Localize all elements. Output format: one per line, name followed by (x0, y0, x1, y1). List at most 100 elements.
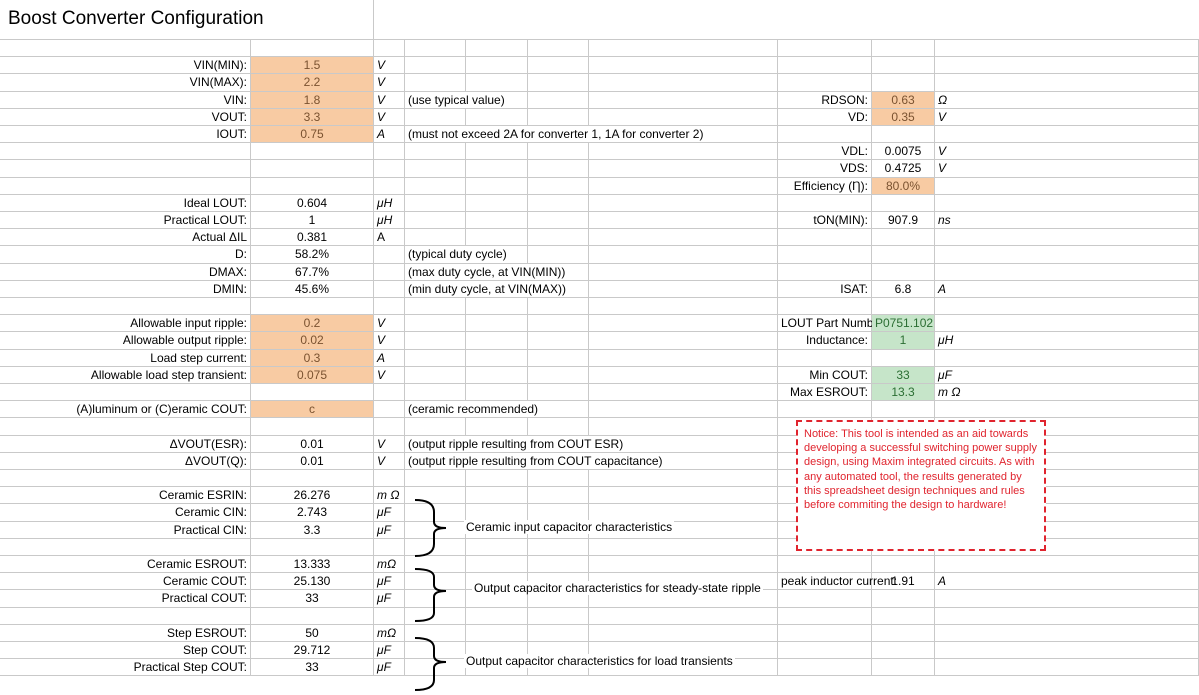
empty-cell[interactable] (872, 263, 935, 281)
empty-cell[interactable] (589, 556, 778, 574)
empty-cell[interactable] (778, 194, 872, 212)
empty-cell[interactable] (466, 590, 528, 608)
empty-cell[interactable] (935, 263, 1199, 281)
empty-cell[interactable] (0, 143, 251, 161)
empty-cell[interactable] (778, 263, 872, 281)
empty-cell[interactable] (872, 607, 935, 625)
empty-cell[interactable] (405, 40, 466, 58)
empty-cell[interactable] (935, 298, 1199, 316)
empty-cell[interactable] (528, 401, 589, 419)
empty-cell[interactable] (589, 280, 778, 298)
empty-cell[interactable] (528, 108, 589, 126)
empty-cell[interactable] (251, 538, 374, 556)
empty-cell[interactable] (374, 538, 405, 556)
iout-input[interactable]: 0.75 (251, 126, 374, 144)
empty-cell[interactable] (589, 263, 778, 281)
empty-cell[interactable] (466, 556, 528, 574)
empty-cell[interactable] (0, 384, 251, 402)
empty-cell[interactable] (935, 401, 1199, 419)
empty-cell[interactable] (405, 384, 466, 402)
empty-cell[interactable] (935, 40, 1199, 58)
empty-cell[interactable] (466, 57, 528, 75)
empty-cell[interactable] (935, 229, 1199, 247)
empty-cell[interactable] (872, 194, 935, 212)
empty-cell[interactable] (589, 452, 778, 470)
empty-cell[interactable] (778, 590, 872, 608)
empty-cell[interactable] (935, 659, 1199, 677)
empty-cell[interactable] (778, 624, 872, 642)
empty-cell[interactable] (935, 349, 1199, 367)
empty-cell[interactable] (528, 229, 589, 247)
empty-cell[interactable] (589, 418, 778, 436)
empty-cell[interactable] (528, 349, 589, 367)
empty-cell[interactable] (405, 57, 466, 75)
empty-cell[interactable] (778, 229, 872, 247)
empty-cell[interactable] (0, 418, 251, 436)
empty-cell[interactable] (0, 538, 251, 556)
empty-cell[interactable] (374, 401, 405, 419)
empty-cell[interactable] (589, 590, 778, 608)
empty-cell[interactable] (466, 74, 528, 92)
empty-cell[interactable] (466, 194, 528, 212)
empty-cell[interactable] (0, 160, 251, 178)
empty-cell[interactable] (466, 487, 528, 505)
empty-cell[interactable] (466, 470, 528, 488)
empty-cell[interactable] (0, 470, 251, 488)
empty-cell[interactable] (0, 607, 251, 625)
empty-cell[interactable] (589, 607, 778, 625)
empty-cell[interactable] (374, 418, 405, 436)
empty-cell[interactable] (589, 108, 778, 126)
empty-cell[interactable] (405, 624, 466, 642)
empty-cell[interactable] (466, 366, 528, 384)
empty-cell[interactable] (872, 298, 935, 316)
load-step-input[interactable]: 0.3 (251, 349, 374, 367)
vd-input[interactable]: 0.35 (872, 108, 935, 126)
vin-min-input[interactable]: 1.5 (251, 57, 374, 75)
vout-input[interactable]: 3.3 (251, 108, 374, 126)
empty-cell[interactable] (589, 229, 778, 247)
empty-cell[interactable] (528, 160, 589, 178)
empty-cell[interactable] (528, 470, 589, 488)
empty-cell[interactable] (778, 246, 872, 264)
empty-cell[interactable] (778, 57, 872, 75)
empty-cell[interactable] (466, 504, 528, 522)
empty-cell[interactable] (935, 624, 1199, 642)
empty-cell[interactable] (589, 40, 778, 58)
empty-cell[interactable] (872, 40, 935, 58)
empty-cell[interactable] (528, 624, 589, 642)
empty-cell[interactable] (405, 504, 466, 522)
output-ripple-input[interactable]: 0.02 (251, 332, 374, 350)
empty-cell[interactable] (251, 298, 374, 316)
empty-cell[interactable] (872, 57, 935, 75)
empty-cell[interactable] (589, 366, 778, 384)
empty-cell[interactable] (935, 194, 1199, 212)
empty-cell[interactable] (0, 177, 251, 195)
empty-cell[interactable] (405, 143, 466, 161)
empty-cell[interactable] (405, 418, 466, 436)
empty-cell[interactable] (589, 91, 778, 109)
empty-cell[interactable] (405, 607, 466, 625)
empty-cell[interactable] (405, 229, 466, 247)
empty-cell[interactable] (251, 470, 374, 488)
efficiency-input[interactable]: 80.0% (872, 177, 935, 195)
empty-cell[interactable] (935, 607, 1199, 625)
empty-cell[interactable] (935, 177, 1199, 195)
empty-cell[interactable] (528, 194, 589, 212)
empty-cell[interactable] (935, 315, 1199, 333)
empty-cell[interactable] (589, 177, 778, 195)
empty-cell[interactable] (405, 366, 466, 384)
empty-cell[interactable] (872, 659, 935, 677)
empty-cell[interactable] (528, 177, 589, 195)
vin-max-input[interactable]: 2.2 (251, 74, 374, 92)
empty-cell[interactable] (589, 315, 778, 333)
empty-cell[interactable] (935, 74, 1199, 92)
empty-cell[interactable] (466, 332, 528, 350)
empty-cell[interactable] (872, 556, 935, 574)
empty-cell[interactable] (374, 143, 405, 161)
empty-cell[interactable] (589, 384, 778, 402)
empty-cell[interactable] (251, 418, 374, 436)
empty-cell[interactable] (528, 143, 589, 161)
empty-cell[interactable] (589, 246, 778, 264)
inductance-input[interactable]: 1 (872, 332, 935, 350)
empty-cell[interactable] (935, 126, 1199, 144)
